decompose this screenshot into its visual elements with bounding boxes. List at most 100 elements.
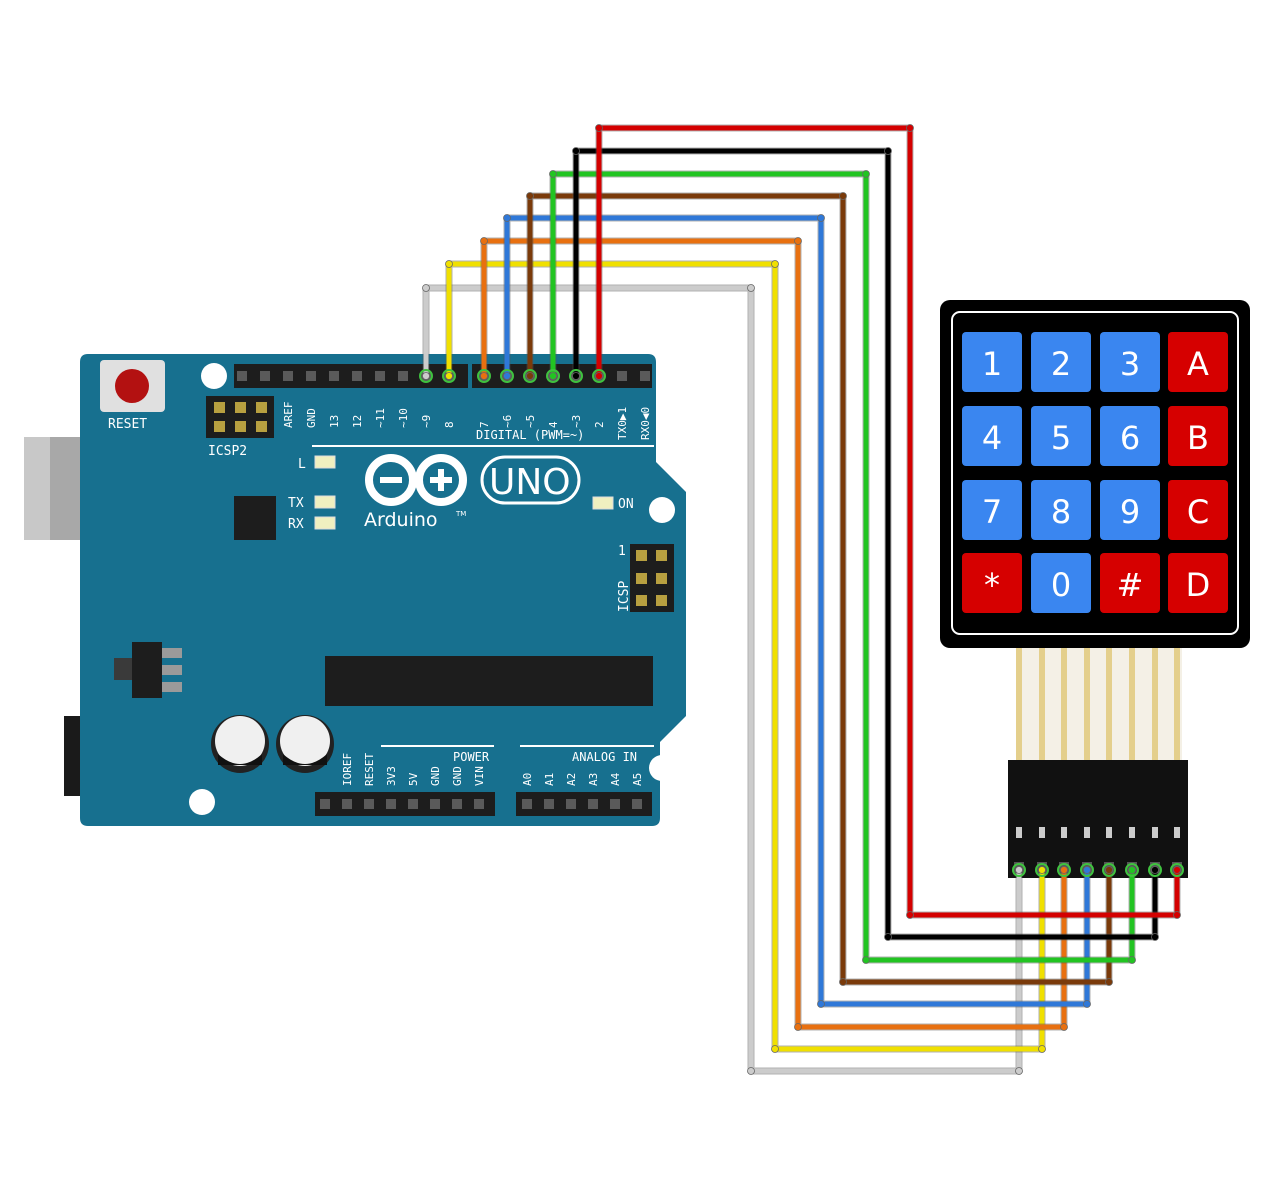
top-pin-label: ~6 <box>501 415 514 428</box>
header-pin <box>544 799 554 809</box>
capacitor <box>276 715 334 773</box>
icsp2-label: ICSP2 <box>208 444 247 459</box>
power-pin-label: GND <box>451 766 464 786</box>
top-pin-label: 4 <box>547 421 560 428</box>
header-pin <box>640 371 650 381</box>
analog-pin-label: A1 <box>543 773 556 786</box>
top-pin-label: AREF <box>282 402 295 429</box>
microcontroller-chip <box>325 656 653 706</box>
analog-pin-label: A2 <box>565 773 578 786</box>
logo-tm: TM <box>455 510 466 518</box>
arduino-uno-board: RESET ICSP2 <box>24 354 686 826</box>
keypad-key-label: 9 <box>1120 493 1140 531</box>
icsp-pin1-label: 1 <box>618 544 626 559</box>
header-pin <box>283 371 293 381</box>
keypad-key-7[interactable]: 7 <box>962 480 1022 540</box>
wire <box>477 237 1071 1031</box>
keypad-key-label: 1 <box>982 345 1002 383</box>
keypad-key-label: 8 <box>1051 493 1071 531</box>
header-pin <box>588 799 598 809</box>
wire <box>442 260 1049 1053</box>
wires <box>419 124 1184 1075</box>
header-pin <box>306 371 316 381</box>
keypad-key-6[interactable]: 6 <box>1100 406 1160 466</box>
power-pin-label: 3V3 <box>385 766 398 786</box>
voltage-regulator <box>114 642 182 698</box>
mounting-hole <box>649 497 675 523</box>
led-rx <box>314 516 336 530</box>
analog-pin-label: A0 <box>521 773 534 786</box>
keypad-key-label: * <box>984 566 1000 604</box>
keypad-key-label: D <box>1186 566 1211 604</box>
keypad-key-label: C <box>1187 493 1209 531</box>
analog-pin-label: A3 <box>587 773 600 786</box>
header-pin <box>566 799 576 809</box>
header-pin <box>430 799 440 809</box>
mounting-hole <box>201 363 227 389</box>
keypad-key-D[interactable]: D <box>1168 553 1228 613</box>
analog-label: ANALOG IN <box>572 750 637 764</box>
header-pin <box>364 799 374 809</box>
header-pin <box>474 799 484 809</box>
uno-badge <box>480 455 581 505</box>
keypad-key-label: 2 <box>1051 345 1071 383</box>
header-pin <box>329 371 339 381</box>
keypad-key-0[interactable]: 0 <box>1031 553 1091 613</box>
keypad-key-label: 4 <box>982 419 1002 457</box>
capacitor <box>211 715 269 773</box>
top-pin-label: 8 <box>443 421 456 428</box>
led-tx-label: TX <box>288 496 304 511</box>
keypad-key-label: # <box>1117 566 1144 604</box>
keypad-key-2[interactable]: 2 <box>1031 332 1091 392</box>
keypad-key-label: 6 <box>1120 419 1140 457</box>
digital-label: DIGITAL (PWM=~) <box>476 428 584 442</box>
top-pin-label: ~11 <box>374 408 387 428</box>
header-pin <box>398 371 408 381</box>
keypad-key-#[interactable]: # <box>1100 553 1160 613</box>
led-rx-label: RX <box>288 517 304 532</box>
keypad-key-8[interactable]: 8 <box>1031 480 1091 540</box>
pcb <box>80 354 686 826</box>
keypad-connector <box>1008 760 1188 878</box>
top-pin-label: ~10 <box>397 408 410 428</box>
header-pin <box>632 799 642 809</box>
keypad-key-B[interactable]: B <box>1168 406 1228 466</box>
keypad-key-1[interactable]: 1 <box>962 332 1022 392</box>
led-tx <box>314 495 336 509</box>
keypad-key-A[interactable]: A <box>1168 332 1228 392</box>
wire <box>546 170 1139 964</box>
top-pin-label: ~5 <box>524 415 537 428</box>
wire <box>569 147 1162 941</box>
power-label: POWER <box>453 750 490 764</box>
header-pin <box>386 799 396 809</box>
top-pin-label: ~9 <box>420 415 433 428</box>
header-pin <box>352 371 362 381</box>
keypad-key-5[interactable]: 5 <box>1031 406 1091 466</box>
arduino-logo: UNO Arduino TM <box>364 454 581 531</box>
keypad-key-label: A <box>1187 345 1209 383</box>
header-pin <box>452 799 462 809</box>
keypad-key-C[interactable]: C <box>1168 480 1228 540</box>
keypad-key-9[interactable]: 9 <box>1100 480 1160 540</box>
keypad-key-*[interactable]: * <box>962 553 1022 613</box>
keypad-key-label: 3 <box>1120 345 1140 383</box>
analog-header <box>516 792 652 816</box>
wire <box>592 124 1184 919</box>
power-pin-label: RESET <box>363 753 376 786</box>
keypad-key-label: 7 <box>982 493 1002 531</box>
mounting-hole <box>189 789 215 815</box>
power-pin-label: VIN <box>473 766 486 786</box>
top-pin-label: 13 <box>328 415 341 428</box>
mounting-hole <box>649 755 675 781</box>
keypad-key-3[interactable]: 3 <box>1100 332 1160 392</box>
keypad-key-4[interactable]: 4 <box>962 406 1022 466</box>
led-l <box>314 455 336 469</box>
top-pin-label: 2 <box>593 421 606 428</box>
wire <box>523 192 1116 986</box>
power-pin-label: IOREF <box>341 753 354 786</box>
logo-brand: Arduino <box>364 509 438 531</box>
header-pin <box>610 799 620 809</box>
wire <box>419 284 1026 1075</box>
